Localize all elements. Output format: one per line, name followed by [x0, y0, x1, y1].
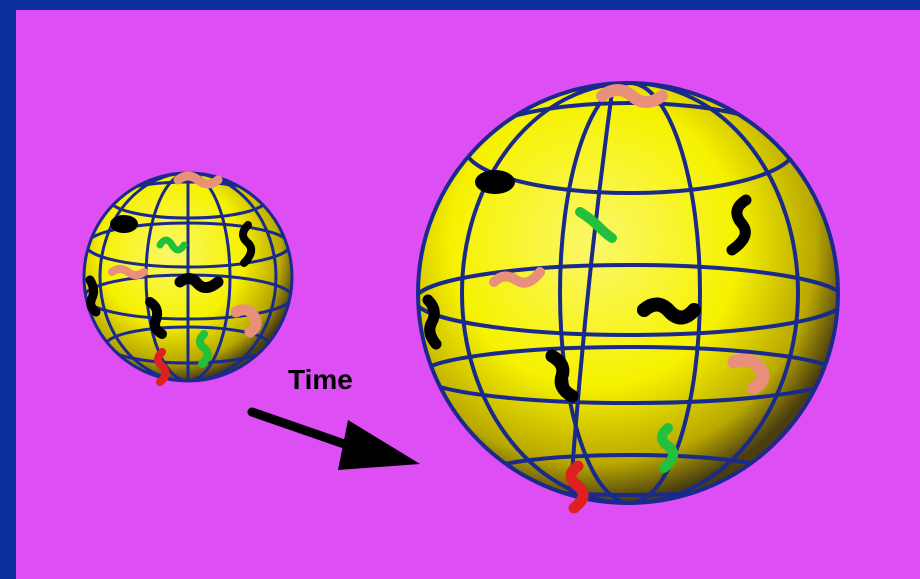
arrow-right-icon: [252, 412, 420, 470]
large-sphere-body: [418, 83, 838, 503]
galaxy-black: [110, 215, 138, 233]
sphere-after: [415, 83, 845, 508]
sphere-before: [84, 173, 292, 382]
galaxy-black: [150, 302, 162, 334]
galaxy-black: [428, 300, 436, 344]
galaxy-black: [90, 280, 96, 312]
galaxy-black: [475, 170, 515, 194]
time-label: Time: [288, 364, 353, 395]
